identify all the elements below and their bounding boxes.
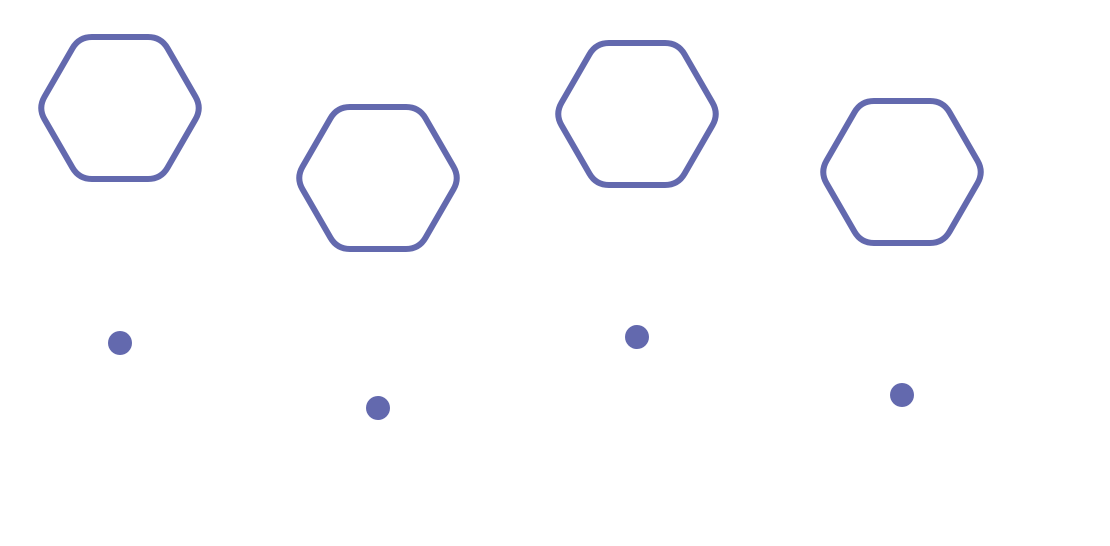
- hexagon-icon-2: [296, 103, 460, 253]
- hexagon-layer: [38, 33, 984, 253]
- hexagon-icon-3: [555, 39, 719, 189]
- dot-icon-3: [625, 325, 649, 349]
- hexagon-icon-1: [38, 33, 202, 183]
- dot-layer: [108, 325, 914, 420]
- dot-icon-1: [108, 331, 132, 355]
- hexagon-icon-4: [820, 97, 984, 247]
- dot-icon-2: [366, 396, 390, 420]
- dot-icon-4: [890, 383, 914, 407]
